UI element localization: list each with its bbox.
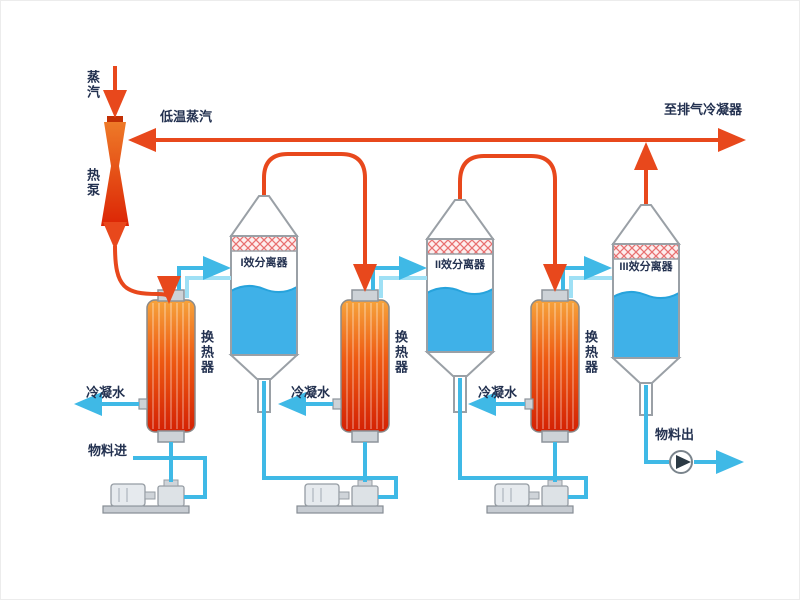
vapor-arc-1	[262, 152, 377, 292]
separator-3-demister	[612, 243, 680, 260]
heat-exchanger-2-condensate-nozzle	[332, 398, 342, 410]
separator-1-liquid	[231, 285, 297, 355]
heat-exchanger-3-condensate-nozzle	[524, 398, 534, 410]
condensate-1-label: 冷凝水	[86, 385, 126, 400]
riser-1-light	[185, 276, 231, 298]
heat-exchanger-3-label: 换热器	[582, 330, 598, 375]
product-pump	[669, 450, 693, 474]
separator-1-label: I效分离器	[240, 257, 288, 269]
pump-2	[296, 479, 384, 514]
heat-pump-ejector	[101, 116, 129, 226]
heat-exchanger-2-body	[332, 289, 390, 443]
condensate-3-label: 冷凝水	[478, 385, 518, 400]
separator-2-vessel	[424, 199, 496, 413]
low-temp-steam-label: 低温蒸汽	[160, 109, 213, 124]
separator-3-label: III效分离器	[619, 261, 673, 273]
steam-label: 蒸汽	[84, 70, 100, 100]
heat-exchanger-1-body	[138, 289, 196, 443]
pump-3	[486, 479, 574, 514]
heat-exchanger-1-label: 换热器	[198, 330, 214, 375]
heat-exchanger-3-body	[524, 289, 580, 443]
separator-3-liquid	[613, 291, 679, 358]
heat-exchanger-1-condensate-nozzle	[138, 398, 148, 410]
product-line-a	[644, 385, 669, 464]
heat-exchanger-2-label: 换热器	[392, 330, 408, 375]
riser-2-light	[379, 276, 427, 298]
separator-1-vessel	[228, 195, 300, 413]
separator-2-demister	[426, 238, 494, 255]
vapor-arc-2	[458, 154, 567, 292]
process-lines	[74, 256, 744, 499]
heat-pump-label: 热泵	[84, 168, 100, 198]
separator-2-liquid	[427, 287, 493, 352]
separator-3-vessel	[610, 204, 682, 416]
separator-2-label: II效分离器	[434, 259, 486, 271]
riser-3-light	[569, 276, 612, 298]
ejector-to-hx1	[113, 245, 181, 304]
transfer-line-2	[458, 378, 588, 499]
product-out-label: 物料出	[655, 427, 695, 442]
separator-1-demister	[230, 235, 298, 252]
feed-in-label: 物料进	[88, 443, 128, 458]
transfer-line-1	[262, 381, 398, 499]
to-vent-condenser-label: 至排气冷凝器	[664, 102, 743, 117]
steam-lines	[103, 66, 746, 304]
pump-1	[102, 479, 190, 514]
condensate-2-label: 冷凝水	[291, 385, 331, 400]
